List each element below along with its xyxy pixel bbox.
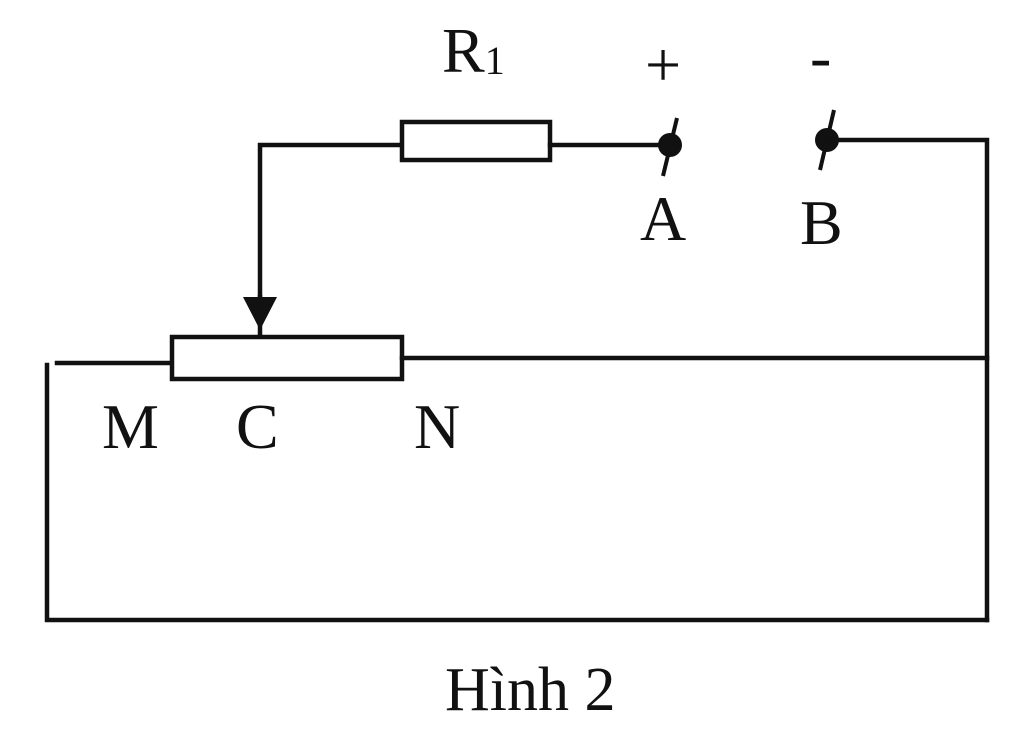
label-n: N [414,391,460,462]
label-minus: - [810,21,831,92]
label-m: M [102,391,159,462]
wire-bottom-loop [44,362,990,623]
wire-slider-to-r1 [257,142,405,303]
label-plus: + [645,29,681,100]
terminal-a [658,117,682,177]
label-r1: R1 [442,15,505,86]
figure-caption: Hình 2 [445,656,616,724]
wire-terminal-b-right [824,137,990,623]
rheostat-mn [169,334,405,382]
label-c: C [236,391,279,462]
label-a: A [640,183,686,254]
resistor-r1 [399,119,553,163]
slider-arrow-icon [243,295,277,337]
label-b: B [800,187,843,258]
